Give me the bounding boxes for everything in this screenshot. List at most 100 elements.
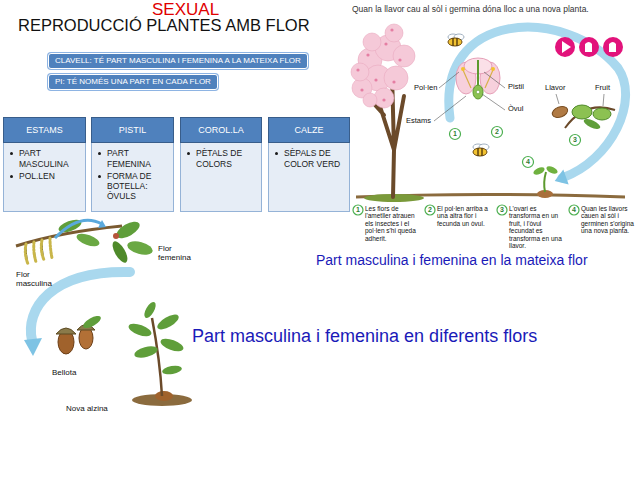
- part-label: Flor femenina: [158, 244, 200, 262]
- number-circles: [523, 157, 534, 168]
- callout-number: 4: [569, 205, 579, 215]
- oak-sapling: [155, 312, 181, 333]
- almond-tree: [392, 80, 395, 83]
- part-label: Nova alzina: [66, 404, 108, 413]
- part-label: Quan la llavor cau al sòl i germina dóna…: [352, 5, 589, 15]
- cycle-arrow: [449, 27, 626, 184]
- bullet-item: FORMA DE BOTELLA: ÒVULS: [107, 171, 170, 202]
- caption-note: Part masculina i femenina en la mateixa …: [316, 252, 588, 268]
- oak-sapling: [142, 300, 158, 320]
- oak-branch: [126, 239, 154, 257]
- bullet-item: PART MASCULINA: [19, 148, 82, 168]
- number-circles: [353, 205, 363, 215]
- oak-branch: [55, 220, 102, 238]
- part-label: Fruit: [595, 84, 610, 93]
- column-body: PART MASCULINA POL.LEN: [3, 143, 86, 212]
- almond-tree: [351, 24, 415, 108]
- part-label: El pol·len arriba a una altra flor i fec…: [437, 205, 495, 227]
- info-bar: CLAVELL: TÉ PART MASCULINA I FEMENINA A …: [48, 53, 308, 69]
- oak-sapling: [161, 364, 182, 375]
- fruit: [593, 108, 611, 120]
- fruit: [572, 105, 592, 119]
- callout-number: 2: [425, 205, 435, 215]
- number-circles: [353, 127, 581, 216]
- number-circles: [450, 129, 461, 140]
- column-header: COROL.LA: [180, 117, 262, 143]
- part-label: Bellota: [52, 368, 76, 377]
- almond-tree: [384, 42, 387, 45]
- flower-section: [461, 67, 465, 71]
- bee: [448, 34, 464, 46]
- oak-sapling: [159, 336, 185, 354]
- column-header: CALZE: [268, 117, 350, 143]
- oak-branch: [113, 233, 119, 239]
- nav-buttons: [585, 42, 592, 52]
- bullet-item: PART FEMENINA: [107, 148, 170, 168]
- almond-tree: [356, 28, 401, 101]
- sprout: [544, 172, 546, 192]
- part-label: Òvul: [508, 105, 523, 114]
- oak-sapling: [152, 318, 162, 396]
- almond-tree: [374, 78, 377, 81]
- column-header: PISTIL: [91, 117, 174, 143]
- part-label: Quan les llavors cauen al sòl i germinen…: [581, 205, 637, 235]
- oak-branch: [98, 220, 106, 228]
- column-body: PÈTALS DE COLORS: [180, 143, 262, 212]
- nav-buttons: [603, 37, 623, 57]
- part-column: ESTAMS PART MASCULINA POL.LEN: [3, 117, 86, 212]
- flower-section: [477, 60, 479, 86]
- oak-sapling: [127, 300, 192, 406]
- almond-tree: [360, 88, 363, 91]
- number-circles: [569, 205, 579, 215]
- callout-number: 4: [523, 157, 533, 167]
- callout-number: 2: [492, 127, 502, 137]
- part-label: Estams: [406, 117, 431, 126]
- oak-branch: [34, 242, 36, 262]
- almond-tree: [351, 24, 625, 202]
- part-column: COROL.LAPÈTALS DE COLORS: [180, 117, 262, 212]
- oak-branch: [25, 238, 52, 264]
- fruit: [551, 94, 615, 131]
- callout-number: 1: [353, 205, 363, 215]
- sprout: [532, 165, 558, 198]
- flower-section: [434, 58, 505, 121]
- bee: [478, 148, 482, 156]
- part-label: Les flors de l'ametller atrauen els inse…: [365, 205, 423, 242]
- callout-number: 1: [450, 129, 460, 139]
- bee: [453, 38, 457, 46]
- almond-tree: [363, 93, 377, 107]
- bee: [473, 144, 489, 156]
- callout-number: 3: [570, 135, 580, 145]
- almond-tree: [363, 33, 381, 51]
- oak-sapling: [133, 344, 159, 360]
- number-circles: [492, 127, 503, 138]
- almond-tree: [385, 24, 403, 42]
- flower-section: [491, 67, 495, 71]
- fruit: [582, 117, 601, 131]
- bee: [448, 38, 462, 46]
- info-bar: PI: TÉ NOMÉS UNA PART EN CADA FLOR: [48, 74, 218, 90]
- acorns: [56, 314, 103, 354]
- almond-tree: [390, 28, 393, 31]
- oak-branch: [114, 218, 143, 241]
- oak-branch: [50, 238, 52, 258]
- bee: [473, 148, 487, 156]
- oak-branch: [16, 217, 154, 265]
- bee: [448, 34, 489, 156]
- column-body: PART FEMENINA FORMA DE BOTELLA: ÒVULS: [91, 143, 174, 212]
- sprout: [532, 166, 545, 177]
- part-label: Flor masculina: [16, 270, 64, 288]
- oak-branch: [110, 239, 131, 265]
- part-label: Pistil: [508, 83, 524, 92]
- part-label: Pol·len: [414, 84, 437, 93]
- bullet-item: POL.LEN: [19, 171, 82, 181]
- fruit: [551, 105, 569, 120]
- column-header: ESTAMS: [3, 117, 86, 143]
- acorns: [81, 314, 102, 331]
- almond-tree: [393, 45, 415, 67]
- bar-text: CLAVELL: TÉ PART MASCULINA I FEMENINA A …: [55, 56, 301, 66]
- oak-branch: [75, 231, 101, 249]
- part-label: L'ovari es transforma en un fruit, i l'ò…: [509, 205, 567, 250]
- fruit: [556, 94, 604, 106]
